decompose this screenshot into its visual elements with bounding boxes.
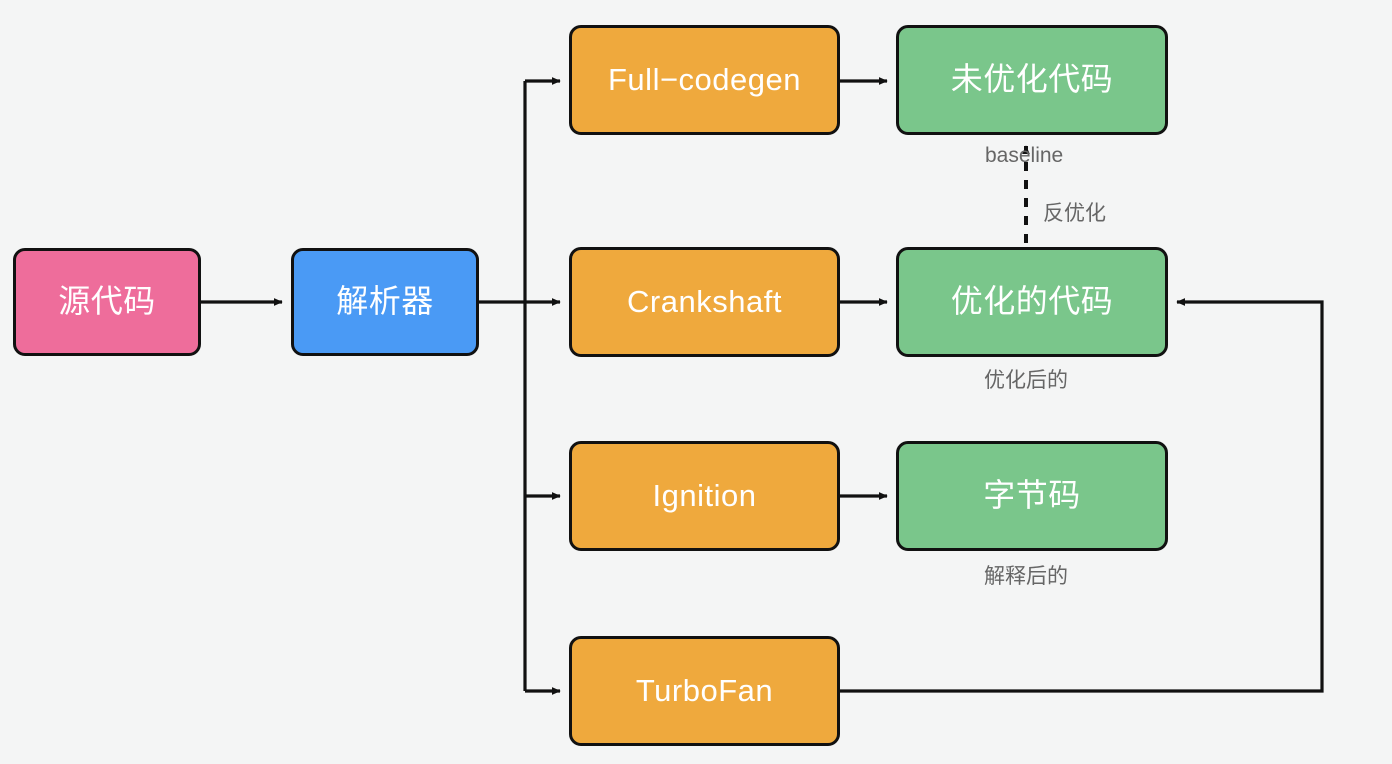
node-crankshaft[interactable]: Crankshaft <box>569 247 840 357</box>
edge-label-optimized-note: 优化后的 <box>984 369 1068 392</box>
node-parser-label: 解析器 <box>336 283 434 320</box>
node-optimized-code-label: 优化的代码 <box>950 283 1114 320</box>
node-bytecode[interactable]: 字节码 <box>896 441 1168 551</box>
node-turbofan[interactable]: TurboFan <box>569 636 840 746</box>
node-full-codegen[interactable]: Full−codegen <box>569 25 840 135</box>
node-ignition[interactable]: Ignition <box>569 441 840 551</box>
node-source-code-label: 源代码 <box>58 283 156 320</box>
node-optimized-code[interactable]: 优化的代码 <box>896 247 1168 357</box>
node-bytecode-label: 字节码 <box>983 477 1081 514</box>
node-ignition-label: Ignition <box>652 477 757 513</box>
edge-label-deoptimization: 反优化 <box>1043 202 1106 225</box>
node-turbofan-label: TurboFan <box>635 672 774 708</box>
edge-label-interpreted-note: 解释后的 <box>984 565 1068 588</box>
node-source-code[interactable]: 源代码 <box>13 248 201 356</box>
node-unoptimized-code[interactable]: 未优化代码 <box>896 25 1168 135</box>
node-parser[interactable]: 解析器 <box>291 248 479 356</box>
node-full-codegen-label: Full−codegen <box>608 61 801 97</box>
node-unoptimized-code-label: 未优化代码 <box>950 61 1114 98</box>
node-crankshaft-label: Crankshaft <box>627 283 782 319</box>
edge-label-baseline: baseline <box>985 144 1064 167</box>
